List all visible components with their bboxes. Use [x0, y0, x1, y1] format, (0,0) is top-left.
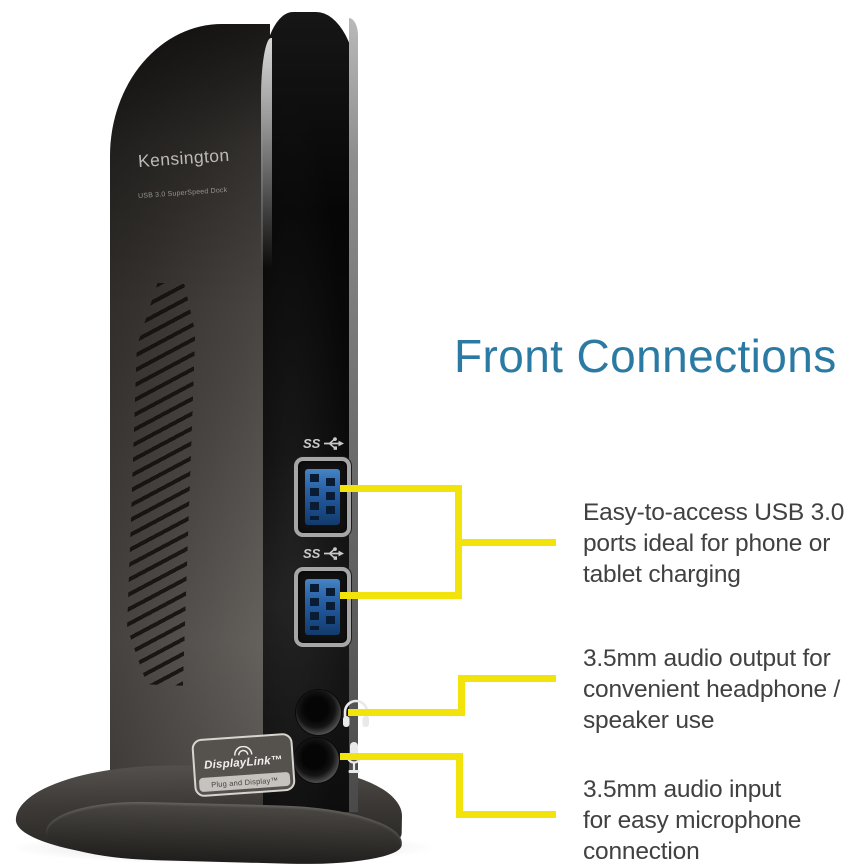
page-title: Front Connections: [454, 330, 837, 382]
callout-line-headphone: [348, 709, 465, 716]
usb-superspeed-icon: SS: [303, 546, 346, 561]
displaylink-badge-top: DisplayLink™: [193, 735, 292, 780]
callout-line-microphone-to-text: [456, 811, 556, 818]
callout-line-usb-to-text: [458, 539, 556, 546]
callout-line-microphone-vertical: [456, 753, 463, 818]
callout-line-usb-port-1: [340, 485, 462, 492]
audio-output-jack: [296, 690, 341, 735]
usb-ss-label: SS: [303, 436, 321, 451]
displaylink-arc-icon: [233, 745, 252, 756]
usb-ss-label: SS: [303, 546, 321, 561]
usb3-port-2-tongue: [305, 579, 340, 635]
displaylink-badge: DisplayLink™ Plug and Display™: [191, 732, 296, 798]
callout-text-audio-input: 3.5mm audio input for easy microphone co…: [583, 776, 802, 865]
usb3-port-1: [294, 457, 351, 537]
callout-line-usb-port-2: [340, 592, 462, 599]
displaylink-label: DisplayLink™: [203, 753, 283, 772]
callout-line-headphone-to-text: [458, 675, 556, 682]
microphone-icon: [345, 742, 363, 773]
dock-front-panel: [261, 12, 358, 812]
callout-line-microphone: [340, 753, 463, 760]
front-panel-seam-highlight: [261, 38, 272, 268]
usb3-port-1-tongue: [305, 469, 340, 525]
usb-superspeed-icon: SS: [303, 436, 346, 451]
usb3-port-2: [294, 567, 351, 647]
audio-input-jack: [294, 738, 339, 783]
callout-text-audio-output: 3.5mm audio output for convenient headph…: [583, 645, 841, 734]
callout-line-headphone-vertical: [458, 675, 465, 716]
callout-text-usb-ports: Easy-to-access USB 3.0 ports ideal for p…: [583, 499, 845, 588]
usb-trident-icon: [324, 437, 345, 450]
front-panel-edge-highlight: [349, 18, 358, 812]
usb-trident-icon: [324, 547, 345, 560]
